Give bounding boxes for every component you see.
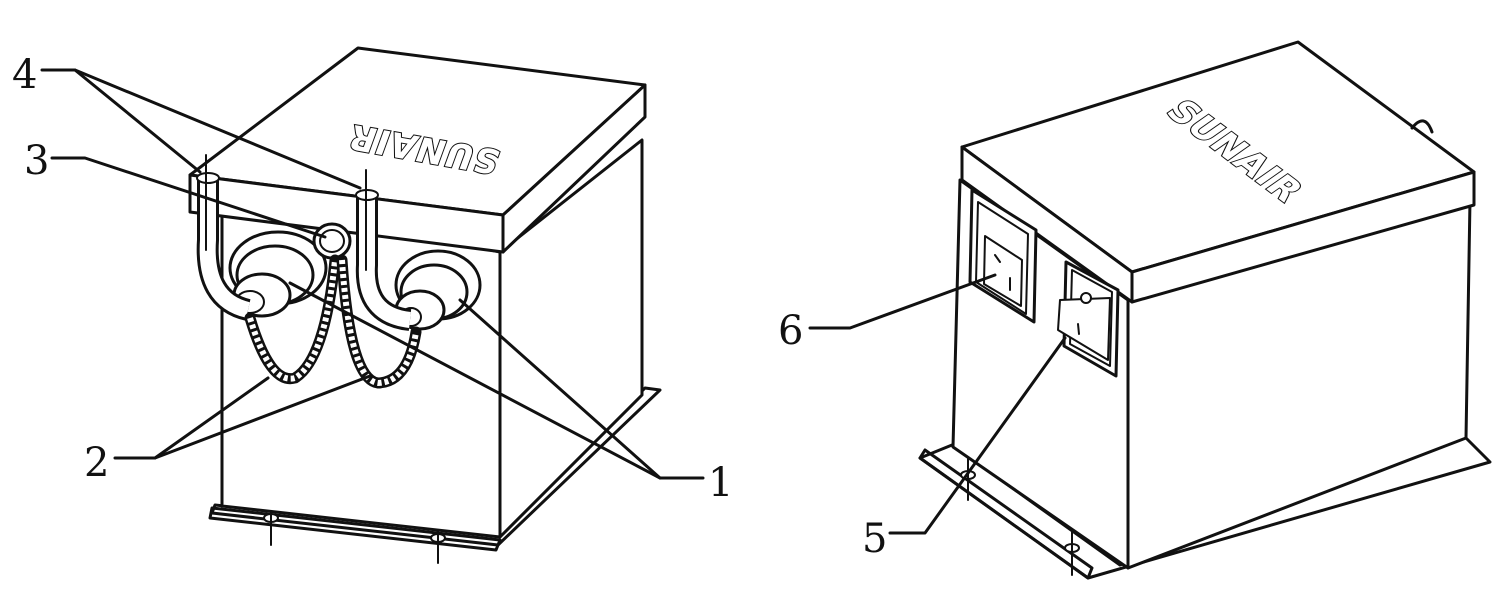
left-u-tube-2	[355, 169, 412, 331]
right-mount-screw-2	[1064, 524, 1080, 576]
left-socket-b	[394, 249, 482, 331]
left-base-edge	[208, 506, 502, 552]
right-lid-side-skirt	[1130, 170, 1476, 304]
left-leader-lines	[40, 68, 705, 480]
left-body-side	[498, 138, 644, 539]
power-inlet	[968, 188, 1038, 324]
callout-5: 5	[862, 516, 887, 562]
left-braided-cables	[244, 254, 422, 389]
callout-4: 4	[12, 52, 37, 98]
right-rear-knob	[1410, 119, 1434, 134]
right-base-edge	[918, 448, 1094, 580]
left-center-knob	[312, 222, 352, 260]
left-lid-side-skirt	[501, 83, 647, 254]
right-unit: SUNAIR 6 5	[778, 40, 1492, 580]
callout-1: 1	[708, 460, 733, 506]
callout-6: 6	[778, 308, 803, 354]
callout-3: 3	[24, 138, 49, 184]
right-leader-lines	[808, 273, 1067, 535]
left-unit: SUNAIR	[12, 46, 733, 564]
callout-2: 2	[84, 440, 109, 486]
power-switch	[1057, 260, 1120, 378]
left-u-tube-1	[196, 154, 252, 321]
